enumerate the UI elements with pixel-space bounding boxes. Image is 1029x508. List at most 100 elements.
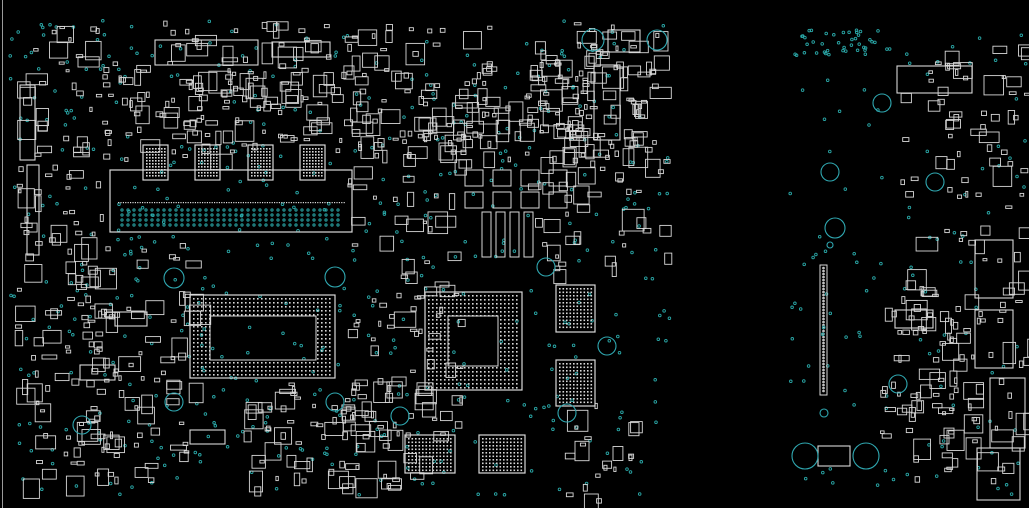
smd-component[interactable] (1015, 300, 1023, 303)
smd-component[interactable] (968, 403, 972, 411)
smd-component[interactable] (18, 189, 22, 194)
smd-component[interactable] (95, 181, 102, 189)
smd-component[interactable] (109, 269, 116, 276)
smd-component[interactable] (573, 231, 582, 245)
smd-component[interactable] (63, 135, 70, 142)
smd-component[interactable] (945, 62, 950, 71)
smd-component[interactable] (371, 33, 376, 39)
smd-component[interactable] (553, 124, 574, 140)
smd-component[interactable] (573, 22, 582, 26)
smd-component[interactable] (1007, 392, 1012, 399)
mounting-hole[interactable] (536, 257, 556, 277)
smd-component[interactable] (301, 478, 307, 484)
smd-component[interactable] (1027, 338, 1029, 358)
smd-component[interactable] (466, 102, 480, 113)
smd-component[interactable] (137, 126, 142, 133)
smd-component[interactable] (52, 164, 58, 171)
smd-component[interactable] (554, 78, 570, 84)
smd-component[interactable] (575, 107, 580, 115)
smd-component[interactable] (339, 460, 345, 469)
smd-component[interactable] (248, 470, 263, 493)
smd-component[interactable] (239, 73, 250, 91)
smd-component[interactable] (68, 37, 72, 42)
smd-component[interactable] (590, 72, 607, 84)
smd-component[interactable] (392, 477, 400, 483)
smd-component[interactable] (414, 392, 434, 411)
smd-component[interactable] (340, 409, 347, 415)
smd-component[interactable] (426, 347, 434, 352)
smd-component[interactable] (884, 407, 896, 413)
smd-component[interactable] (423, 101, 429, 107)
smd-component[interactable] (114, 476, 119, 485)
smd-component[interactable] (951, 458, 959, 468)
smd-component[interactable] (414, 116, 431, 132)
mounting-hole[interactable] (826, 241, 834, 249)
smd-component[interactable] (545, 103, 550, 110)
smd-component[interactable] (144, 462, 159, 469)
smd-component[interactable] (172, 133, 186, 140)
smd-component[interactable] (16, 183, 23, 188)
smd-component[interactable] (538, 100, 546, 107)
mounting-hole[interactable] (324, 266, 346, 288)
smd-component[interactable] (342, 421, 356, 432)
smd-component[interactable] (448, 193, 456, 210)
smd-component[interactable] (439, 27, 446, 33)
smd-component[interactable] (653, 31, 669, 52)
smd-component[interactable] (953, 114, 960, 122)
smd-component[interactable] (572, 157, 579, 164)
smd-component[interactable] (351, 216, 366, 226)
smd-component[interactable] (356, 101, 369, 113)
smd-component[interactable] (410, 306, 417, 312)
smd-component[interactable] (595, 473, 601, 478)
smd-component[interactable] (891, 381, 896, 389)
smd-component[interactable] (54, 372, 70, 382)
smd-component[interactable] (49, 41, 69, 59)
smd-component[interactable] (418, 96, 424, 105)
connector-pin[interactable] (822, 284, 825, 288)
smd-component[interactable] (655, 32, 660, 38)
smd-component[interactable] (71, 378, 80, 386)
smd-component[interactable] (900, 92, 912, 104)
smd-component[interactable] (330, 87, 341, 95)
smd-component[interactable] (546, 244, 561, 262)
smd-component[interactable] (394, 215, 409, 225)
smd-component[interactable] (582, 83, 590, 87)
smd-component[interactable] (957, 194, 963, 199)
smd-component[interactable] (178, 421, 185, 425)
smd-component[interactable] (166, 381, 183, 390)
smd-component[interactable] (66, 435, 71, 440)
smd-component[interactable] (323, 24, 330, 29)
smd-component[interactable] (621, 31, 636, 41)
smd-component[interactable] (973, 417, 981, 425)
smd-component[interactable] (650, 70, 657, 75)
smd-component[interactable] (527, 107, 539, 113)
smd-component[interactable] (415, 389, 437, 405)
smd-component[interactable] (602, 90, 617, 101)
smd-component[interactable] (593, 132, 598, 140)
smd-component[interactable] (928, 70, 933, 74)
smd-component[interactable] (102, 82, 111, 88)
smd-component[interactable] (357, 29, 378, 46)
smd-component[interactable] (252, 142, 258, 151)
smd-component[interactable] (447, 251, 462, 262)
smd-component[interactable] (155, 111, 164, 118)
smd-component[interactable] (947, 187, 953, 193)
smd-component[interactable] (385, 24, 393, 31)
smd-component[interactable] (354, 410, 369, 417)
smd-component[interactable] (35, 195, 42, 213)
smd-component[interactable] (527, 114, 533, 122)
smd-component[interactable] (266, 21, 277, 32)
smd-component[interactable] (103, 67, 110, 73)
smd-component[interactable] (902, 329, 910, 336)
smd-component[interactable] (392, 137, 399, 141)
smd-component[interactable] (185, 260, 202, 269)
smd-component[interactable] (35, 435, 57, 450)
smd-component[interactable] (135, 105, 150, 125)
smd-component[interactable] (89, 106, 93, 112)
smd-component[interactable] (198, 94, 208, 102)
smd-component[interactable] (247, 404, 257, 420)
smd-component[interactable] (590, 44, 598, 50)
smd-component[interactable] (88, 341, 95, 348)
smd-component[interactable] (482, 97, 487, 102)
smd-component[interactable] (235, 120, 243, 126)
